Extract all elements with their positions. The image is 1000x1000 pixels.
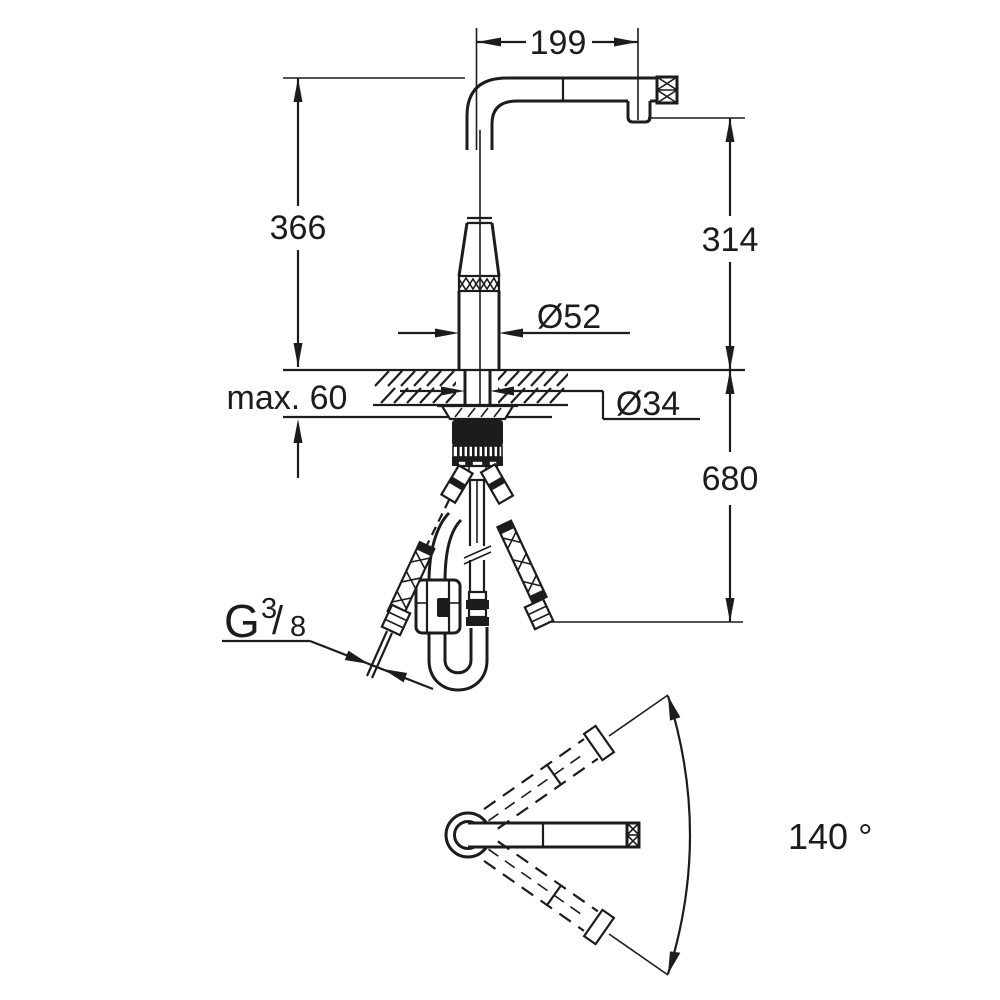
left-hose-tail-b (370, 632, 394, 679)
spout-outlet (626, 101, 652, 124)
shank-gap (456, 368, 498, 405)
swivel-top-view: 140 ° (444, 694, 872, 976)
swivel-angle-label: 140 ° (788, 816, 872, 857)
swivel-arc (666, 695, 692, 975)
swivel-position-lower (483, 840, 669, 976)
dimension-366: 366 (270, 77, 465, 367)
right-supply-hose (495, 519, 549, 605)
dimension-314: 314 (648, 117, 759, 370)
left-hose-tail-a (365, 630, 389, 677)
hose-curve-outer (427, 511, 451, 583)
hose-curve-inner (443, 518, 463, 583)
mounting-nut (452, 420, 503, 446)
dim-d34-label: Ø34 (616, 385, 680, 423)
dimension-d52: Ø52 (398, 298, 630, 338)
dim-314-label: 314 (702, 221, 759, 259)
hose-coupling (466, 590, 489, 626)
spout-top-view (468, 823, 627, 847)
smartcontrol-ring (457, 274, 501, 293)
left-hose-nut (380, 603, 412, 637)
hose-hidden-route (426, 499, 450, 546)
worktop-section (283, 368, 745, 419)
left-hose-connector (439, 463, 475, 505)
mounting-nut-knurl (452, 445, 503, 458)
thread-numerator: 3 (261, 593, 277, 625)
dimension-thread: G 3 / 8 (222, 593, 434, 691)
right-hose-connector (479, 462, 515, 506)
dim-366-label: 366 (270, 209, 327, 247)
faucet-side-view (457, 75, 679, 419)
swivel-position-upper (483, 694, 669, 830)
thread-slash: / (272, 599, 284, 643)
hose-weight (414, 578, 462, 635)
right-hose-nut (523, 597, 555, 631)
spout-top-cap (625, 821, 641, 849)
thread-leader (309, 639, 434, 691)
dim-max60-label: max. 60 (227, 379, 348, 417)
dim-680-label: 680 (702, 460, 759, 498)
spout-inner-edge (490, 99, 628, 150)
dim-199-label: 199 (530, 24, 587, 62)
washer-flange (440, 404, 515, 421)
thread-denominator: 8 (290, 611, 306, 643)
thread-letter: G (224, 595, 260, 647)
body-taper-right (490, 222, 501, 277)
dimension-max60: max. 60 (227, 379, 348, 478)
hose-loop-outer (427, 627, 489, 692)
fixing-assembly (437, 404, 518, 506)
dimension-d34: Ø34 (400, 385, 700, 423)
dim-d52-label: Ø52 (537, 298, 601, 336)
dimension-680: 680 (548, 370, 759, 623)
hoses (365, 480, 555, 692)
hose-break-mark (463, 545, 492, 559)
dimension-199: 199 (475, 24, 639, 150)
body-taper-left (457, 222, 469, 277)
spout-cap (655, 75, 679, 105)
hose-loop-inner (443, 628, 473, 675)
